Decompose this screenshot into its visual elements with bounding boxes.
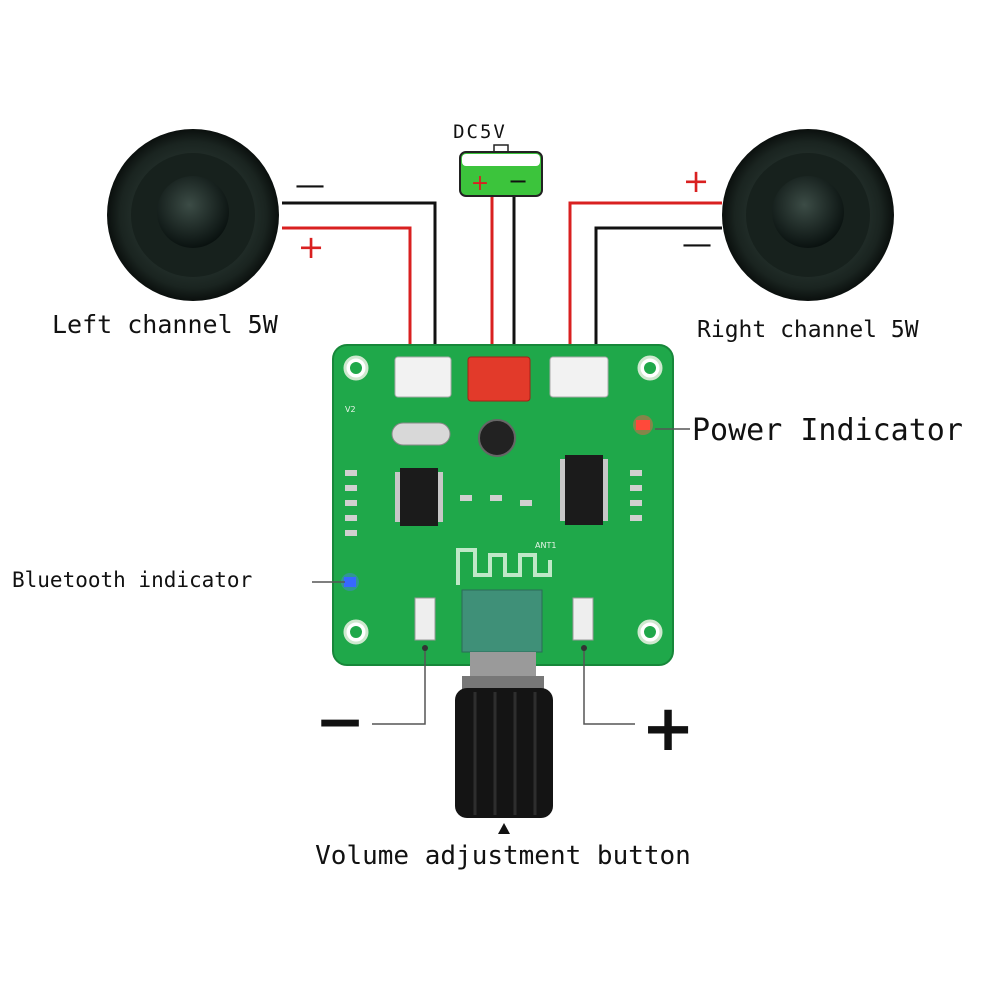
amplifier-board: ANT1 V2 (332, 344, 674, 666)
leader-lines (312, 428, 690, 725)
right-speaker-connector (549, 356, 609, 398)
left-channel-label: Left channel 5W (52, 310, 279, 339)
right-red-wire (568, 201, 722, 362)
right-channel-label: Right channel 5W (697, 317, 919, 343)
bluetooth-indicator-label: Bluetooth indicator (12, 568, 252, 592)
right-speaker (722, 129, 894, 301)
left-plus-label: + (298, 228, 325, 266)
volume-up-button (572, 597, 594, 641)
left-speaker-connector (394, 356, 452, 398)
right-black-wire (594, 226, 722, 362)
left-black-wire (282, 201, 437, 362)
wires (282, 196, 722, 362)
right-minus-label: — (682, 227, 712, 262)
power-led (636, 420, 650, 430)
power-indicator-label: Power Indicator (692, 413, 963, 448)
left-minus-label: — (295, 168, 325, 203)
volume-knob (455, 652, 553, 818)
dc5v-battery: + − (459, 144, 543, 197)
volume-down-label: − (315, 687, 365, 757)
board-version: V2 (345, 405, 356, 414)
power-connector (467, 356, 531, 402)
left-speaker (107, 129, 279, 301)
knob-pointer-icon (498, 823, 510, 834)
potentiometer (461, 589, 543, 653)
battery-plus: + (471, 171, 489, 196)
dc5v-label: DC5V (453, 121, 507, 143)
volume-up-label: + (641, 692, 695, 766)
volume-knob-label: Volume adjustment button (315, 841, 691, 871)
battery-minus: − (508, 167, 528, 195)
left-red-wire (282, 226, 412, 362)
bluetooth-led (344, 577, 356, 587)
antenna-label: ANT1 (535, 541, 556, 550)
right-plus-label: + (683, 162, 710, 200)
volume-down-button (414, 597, 436, 641)
